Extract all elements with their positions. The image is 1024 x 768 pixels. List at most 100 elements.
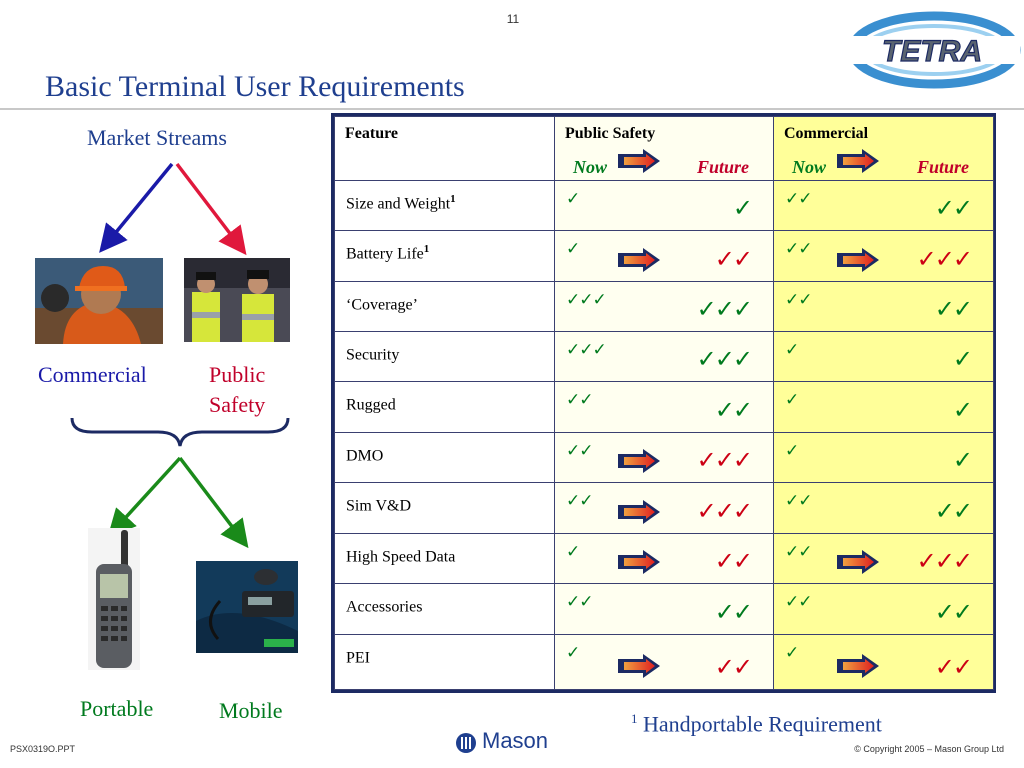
mobile-label: Mobile (219, 698, 283, 723)
public-safety-label: Public Safety (209, 360, 265, 420)
commercial-improvement-arrow-icon (836, 653, 880, 679)
public-safety-label-line1: Public (209, 362, 266, 387)
footnote-text: Handportable Requirement (637, 711, 882, 737)
commercial-label: Commercial (38, 362, 147, 387)
footer-copyright: © Copyright 2005 – Mason Group Ltd (854, 744, 1004, 754)
public-safety-cell: ✓✓✓✓✓✓ (554, 281, 774, 332)
header-com-future: Future (916, 157, 969, 177)
commercial-cell: ✓✓ (773, 331, 994, 382)
feature-footnote-marker: 1 (423, 243, 430, 255)
feature-cell: High Speed Data (334, 533, 555, 584)
public-safety-cell: ✓✓✓ (554, 533, 774, 584)
commercial-future-checkmarks: ✓✓ (934, 196, 973, 222)
requirements-table: Feature Public Safety Now Future Commerc… (331, 113, 996, 693)
table-row: Accessories ✓✓ ✓✓ ✓✓ ✓✓ (334, 583, 994, 635)
portable-radio-photo (88, 528, 140, 670)
commercial-now-checkmarks: ✓ (785, 340, 799, 359)
slide-number: 11 (506, 12, 520, 26)
table-header-row: Feature Public Safety Now Future Commerc… (334, 116, 994, 181)
feature-name: Battery Life (346, 245, 424, 263)
header-public-safety-label: Public Safety (565, 125, 656, 142)
feature-name: Size and Weight (346, 195, 451, 213)
public-safety-now-checkmarks: ✓✓✓ (566, 340, 607, 359)
feature-cell: Accessories (334, 583, 555, 635)
commercial-worker-photo (35, 258, 163, 344)
commercial-now-checkmarks: ✓✓ (785, 592, 812, 611)
public-safety-now-checkmarks: ✓✓ (566, 491, 593, 510)
feature-cell: Sim V&D (334, 482, 555, 534)
commercial-future-checkmarks: ✓ (952, 448, 973, 474)
feature-name: Security (346, 346, 400, 364)
market-streams-label: Market Streams (87, 125, 227, 150)
table-row: High Speed Data✓✓✓✓✓✓✓✓ (334, 533, 994, 584)
commercial-cell: ✓✓ (773, 432, 994, 483)
table-row: PEI✓✓✓✓✓✓ (334, 634, 994, 690)
commercial-future-checkmarks: ✓✓ (934, 297, 973, 323)
header-ps-now: Now (573, 157, 608, 177)
header-commercial: Commercial Now Future (773, 116, 994, 181)
commercial-future-checkmarks: ✓✓✓ (916, 247, 973, 273)
public-safety-future-checkmarks: ✓✓✓ (696, 347, 753, 373)
tetra-logo: TETRA (846, 11, 1021, 89)
public-safety-label-line2: Safety (209, 392, 266, 417)
public-safety-future-checkmarks: ✓✓ (714, 600, 753, 626)
public-safety-future-checkmarks: ✓✓✓ (696, 499, 753, 525)
public-safety-future-checkmarks: ✓✓ (714, 247, 753, 273)
commercial-future-checkmarks: ✓ (952, 398, 973, 424)
feature-name: High Speed Data (346, 548, 456, 566)
public-safety-future-checkmarks: ✓✓ (714, 398, 753, 424)
public-safety-improvement-arrow-icon (617, 499, 661, 525)
footnote: 1 Handportable Requirement (631, 711, 882, 737)
public-safety-cell: ✓✓✓✓✓ (554, 482, 774, 534)
public-safety-now-checkmarks: ✓✓ (566, 390, 593, 409)
table-row: DMO✓✓✓✓✓✓✓ (334, 432, 994, 483)
market-diagram-lines (70, 162, 290, 549)
public-safety-improvement-arrow-icon (617, 653, 661, 679)
mobile-radio-photo (196, 561, 298, 653)
public-safety-cell: ✓✓✓ (554, 230, 774, 282)
commercial-future-checkmarks: ✓✓ (934, 600, 973, 626)
footer-file-name: PSX0319O.PPT (10, 744, 76, 754)
commercial-cell: ✓✓✓ (773, 634, 994, 690)
commercial-now-checkmarks: ✓✓ (785, 542, 812, 561)
public-safety-now-checkmarks: ✓ (566, 643, 580, 662)
feature-cell: Size and Weight1 (334, 180, 555, 231)
table-row: ‘Coverage’✓✓✓✓✓✓✓✓✓✓ (334, 281, 994, 332)
commercial-cell: ✓✓ ✓✓ (773, 583, 994, 635)
commercial-improvement-arrow-icon (836, 549, 880, 575)
commercial-now-checkmarks: ✓ (785, 441, 799, 460)
public-safety-improvement-arrow-icon (617, 549, 661, 575)
commercial-now-checkmarks: ✓✓ (785, 189, 812, 208)
grouping-brace (70, 417, 290, 447)
feature-cell: Rugged (334, 381, 555, 433)
header-public-safety: Public Safety Now Future (554, 116, 774, 181)
public-safety-now-checkmarks: ✓ (566, 239, 580, 258)
public-safety-cell: ✓✓ ✓✓ (554, 583, 774, 635)
feature-name: ‘Coverage’ (346, 296, 418, 314)
commercial-now-checkmarks: ✓✓ (785, 491, 812, 510)
feature-cell: Battery Life1 (334, 230, 555, 282)
mason-logo-icon (456, 733, 476, 753)
public-safety-improvement-arrow-icon (617, 448, 661, 474)
footnote-marker: 1 (631, 711, 638, 726)
slide-title: Basic Terminal User Requirements (45, 70, 465, 103)
commercial-cell: ✓✓✓✓ (773, 482, 994, 534)
commercial-arrow (99, 162, 174, 253)
commercial-future-checkmarks: ✓ (952, 347, 973, 373)
public-safety-cell: ✓✓✓✓✓ (554, 432, 774, 483)
commercial-now-checkmarks: ✓ (785, 390, 799, 409)
header-commercial-label: Commercial (784, 125, 869, 142)
portable-label: Portable (80, 696, 154, 721)
table-row: Security✓✓✓✓✓✓✓✓ (334, 331, 994, 382)
public-safety-now-checkmarks: ✓ (566, 542, 580, 561)
header-ps-arrow-icon (617, 148, 661, 174)
feature-name: Rugged (346, 396, 396, 414)
mobile-arrow (178, 456, 249, 549)
public-safety-now-checkmarks: ✓✓ (566, 592, 593, 611)
table-row: Size and Weight1✓✓✓✓✓✓ (334, 180, 994, 231)
feature-name: Accessories (346, 598, 423, 616)
public-safety-now-checkmarks: ✓✓✓ (566, 290, 607, 309)
feature-name: PEI (346, 649, 370, 667)
commercial-cell: ✓✓ ✓✓ (773, 180, 994, 231)
public-safety-cell: ✓✓✓ ✓✓✓ (554, 331, 774, 382)
